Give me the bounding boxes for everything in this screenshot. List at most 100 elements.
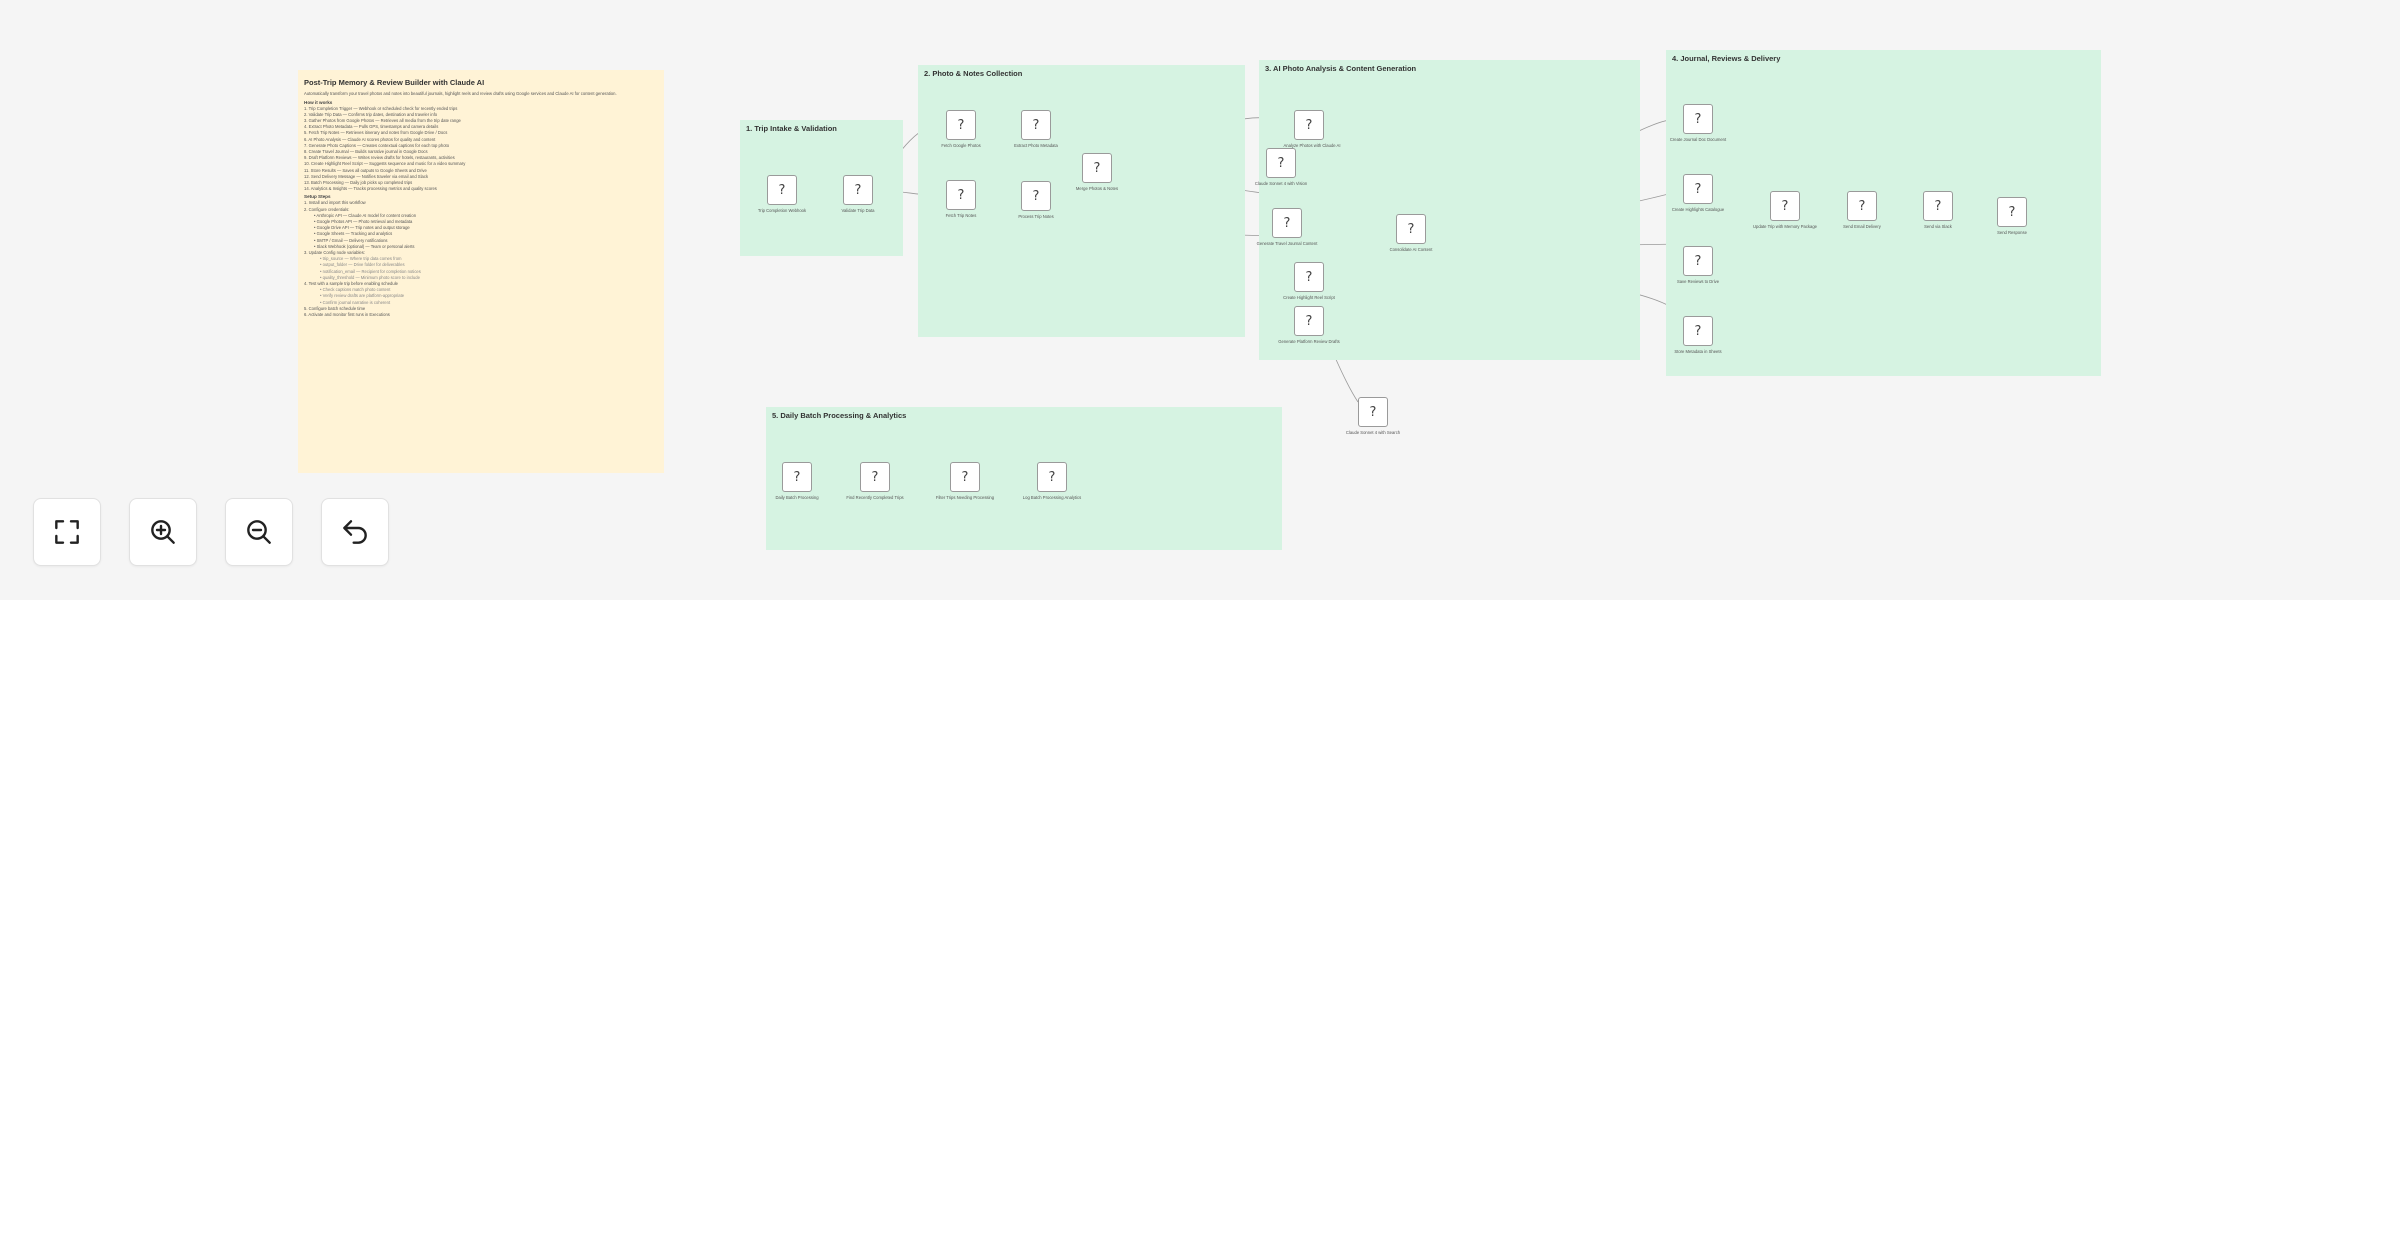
zoom-in-icon xyxy=(151,520,175,544)
sticky-line: 13. Batch Processing — Daily job picks u… xyxy=(304,179,413,185)
zoom-in-button[interactable] xyxy=(129,498,197,566)
node-label: Generate Travel Journal Content xyxy=(1256,241,1318,246)
sticky-line: • trip_source — Where trip data comes fr… xyxy=(320,256,402,262)
workflow-node[interactable]: ? xyxy=(1021,110,1051,140)
sticky-line: 8. Create Travel Journal — Builds narrat… xyxy=(304,148,428,154)
workflow-node[interactable]: ? xyxy=(1294,110,1324,140)
sticky-line: 14. Analytics & Insights — Tracks proces… xyxy=(304,186,437,192)
workflow-node[interactable]: ? xyxy=(1683,174,1713,204)
sticky-line: 11. Store Results — Saves all outputs to… xyxy=(304,167,427,173)
node-label: Consolidate AI Content xyxy=(1389,247,1433,252)
workflow-node[interactable]: ? xyxy=(946,180,976,210)
workflow-node[interactable]: ? xyxy=(1266,148,1296,178)
node-label: Send Response xyxy=(1997,230,2027,235)
group-title: 5. Daily Batch Processing & Analytics xyxy=(772,411,907,420)
workflow-node[interactable]: ? xyxy=(1272,208,1302,238)
node-label: Create Highlight Reel Script xyxy=(1283,295,1335,300)
group-journal-delivery[interactable]: 4. Journal, Reviews & Delivery xyxy=(1666,50,2101,376)
workflow-node[interactable]: ? xyxy=(1770,191,1800,221)
sticky-line: 6. Activate and monitor first runs in Ex… xyxy=(304,312,390,317)
sticky-line: 12. Send Delivery Message — Notifies tra… xyxy=(304,173,429,179)
workflow-node[interactable]: ? xyxy=(767,175,797,205)
workflow-node[interactable]: ? xyxy=(1847,191,1877,221)
sticky-note-overview[interactable]: Post-Trip Memory & Review Builder with C… xyxy=(298,70,664,473)
node-label: Store Metadata in Sheets xyxy=(1674,349,1722,354)
workflow-node[interactable]: ? xyxy=(950,462,980,492)
node-label: Send via Slack xyxy=(1924,224,1952,229)
sticky-line: • notification_email — Recipient for com… xyxy=(320,268,421,274)
group-title: 1. Trip Intake & Validation xyxy=(746,124,837,133)
sticky-line: 1. Install and import this workflow xyxy=(304,200,366,206)
workflow-node[interactable]: ? xyxy=(1358,397,1388,427)
sticky-line: 2. Configure credentials: xyxy=(304,206,350,212)
sticky-line: • Google Photos API — Photo retrieval an… xyxy=(314,218,413,224)
workflow-node[interactable]: ? xyxy=(1683,104,1713,134)
reset-view-button[interactable] xyxy=(321,498,389,566)
sticky-line: 9. Draft Platform Reviews — Writes revie… xyxy=(304,155,455,161)
sticky-line: 4. Extract Photo Metadata — Pulls GPS, t… xyxy=(304,124,439,130)
workflow-node[interactable]: ? xyxy=(843,175,873,205)
node-label: Daily Batch Processing xyxy=(775,495,819,500)
node-label: Log Batch Processing Analytics xyxy=(1022,495,1082,500)
sticky-line: • Google Drive API — Trip notes and outp… xyxy=(314,225,410,231)
sticky-line: • Verify review drafts are platform-appr… xyxy=(320,293,405,299)
sticky-line: 3. Gather Photos from Google Photos — Re… xyxy=(304,117,461,123)
group-title: 3. AI Photo Analysis & Content Generatio… xyxy=(1265,64,1417,73)
sticky-line: 1. Trip Completion Trigger — Webhook or … xyxy=(304,105,458,111)
zoom-out-button[interactable] xyxy=(225,498,293,566)
node-label: Claude Sonnet 4 with Search xyxy=(1345,430,1401,435)
sticky-line: 5. Configure batch schedule time xyxy=(304,305,366,311)
sticky-line: • SMTP / Gmail — Delivery notifications xyxy=(314,237,388,243)
sticky-description: Automatically transform your travel phot… xyxy=(304,91,617,96)
workflow-node[interactable]: ? xyxy=(946,110,976,140)
fit-view-icon xyxy=(55,520,79,544)
sticky-line: • Slack Webhook (optional) — Team or per… xyxy=(314,243,415,249)
section-heading: Setup Steps xyxy=(304,194,331,200)
sticky-line: 10. Create Highlight Reel Script — Sugge… xyxy=(304,161,466,167)
node-label: Find Recently Completed Trips xyxy=(846,495,904,500)
workflow-node[interactable]: ? xyxy=(1294,262,1324,292)
sticky-line: 5. Fetch Trip Notes — Retrieves itinerar… xyxy=(304,130,448,136)
zoom-out-icon xyxy=(247,520,271,544)
group-title: 4. Journal, Reviews & Delivery xyxy=(1672,54,1781,63)
node-label: Generate Platform Review Drafts xyxy=(1278,339,1340,344)
workflow-node[interactable]: ? xyxy=(1683,246,1713,276)
node-label: Create Highlights Catalogue xyxy=(1671,207,1725,212)
node-label: Analyze Photos with Claude AI xyxy=(1283,143,1341,148)
workflow-node[interactable]: ? xyxy=(1997,197,2027,227)
workflow-node[interactable]: ? xyxy=(1037,462,1067,492)
node-label: Save Reviews to Drive xyxy=(1676,279,1720,284)
workflow-node[interactable]: ? xyxy=(782,462,812,492)
sticky-section-setup: Setup Steps 1. Install and import this w… xyxy=(304,194,658,318)
node-label: Fetch Google Photos xyxy=(941,143,981,148)
group-batch-analytics[interactable]: 5. Daily Batch Processing & Analytics xyxy=(766,407,1282,550)
sticky-line: 2. Validate Trip Data — Confirms trip da… xyxy=(304,111,438,117)
sticky-line: • Anthropic API — Claude AI model for co… xyxy=(314,212,417,218)
workflow-canvas[interactable]: Post-Trip Memory & Review Builder with C… xyxy=(0,0,2400,600)
workflow-node[interactable]: ? xyxy=(860,462,890,492)
workflow-node[interactable]: ? xyxy=(1021,181,1051,211)
section-heading: How it works xyxy=(304,99,333,105)
sticky-line: 3. Update Config node variables: xyxy=(304,249,365,255)
node-label: Merge Photos & Notes xyxy=(1075,186,1119,191)
sticky-section-how: How it works 1. Trip Completion Trigger … xyxy=(304,100,658,193)
group-trip-intake[interactable]: 1. Trip Intake & Validation xyxy=(740,120,903,256)
sticky-line: • quality_threshold — Minimum photo scor… xyxy=(320,274,420,280)
sticky-title: Post-Trip Memory & Review Builder with C… xyxy=(304,78,485,87)
workflow-node[interactable]: ? xyxy=(1683,316,1713,346)
undo-icon xyxy=(343,520,367,544)
node-label: Trip Completion Webhook xyxy=(757,208,807,213)
workflow-node[interactable]: ? xyxy=(1294,306,1324,336)
sticky-line: • output_folder — Drive folder for deliv… xyxy=(320,262,405,268)
node-label: Fetch Trip Notes xyxy=(945,213,977,218)
fit-view-button[interactable] xyxy=(33,498,101,566)
sticky-line: • Check captions match photo content xyxy=(320,287,391,293)
node-label: Filter Trips Needing Processing xyxy=(935,495,995,500)
node-label: Send Email Delivery xyxy=(1843,224,1881,229)
sticky-line: • Confirm journal narrative is coherent xyxy=(320,299,391,305)
workflow-node[interactable]: ? xyxy=(1923,191,1953,221)
workflow-node[interactable]: ? xyxy=(1082,153,1112,183)
node-label: Update Trip with Memory Package xyxy=(1752,224,1817,229)
workflow-node[interactable]: ? xyxy=(1396,214,1426,244)
node-label: Claude Sonnet 4 with Vision xyxy=(1254,181,1308,186)
